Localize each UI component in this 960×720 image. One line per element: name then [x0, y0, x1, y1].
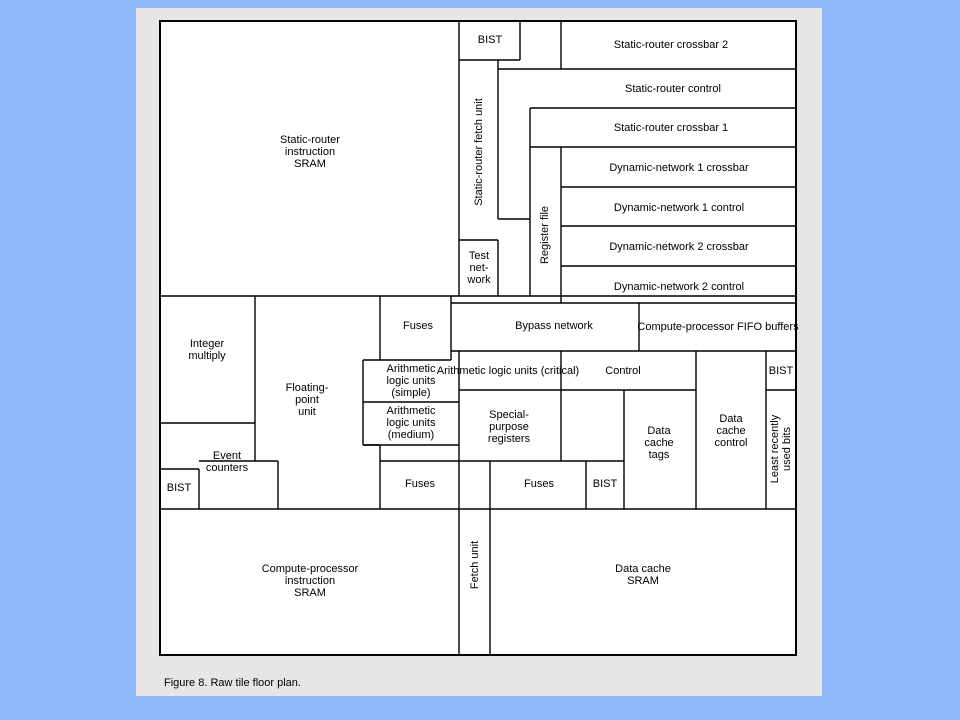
data-cache-sram: Data cache SRAM	[615, 563, 671, 587]
data-cache-tags: Data cache tags	[644, 425, 674, 461]
fuses-top: Fuses	[403, 320, 433, 332]
static-router-crossbar-2: Static-router crossbar 2	[613, 39, 729, 51]
floating-point-unit: Floating- point unit	[285, 382, 329, 418]
compute-processor-fifo-buffers: Compute-processor FIFO buffers	[637, 321, 799, 333]
static-router-fetch-unit: Static-router fetch unit	[473, 98, 485, 206]
static-router-crossbar-1: Static-router crossbar 1	[613, 122, 729, 134]
special-purpose-registers: Special- purpose registers	[487, 409, 531, 445]
alu-critical: Arithmetic logic units (critical)	[436, 365, 580, 377]
bypass-network: Bypass network	[515, 320, 593, 332]
static-router-control: Static-router control	[625, 83, 721, 95]
least-recently-used-bits: Least recently used bits	[769, 414, 793, 484]
compute-processor-instruction-sram: Compute-processor instruction SRAM	[261, 563, 359, 599]
bist-left: BIST	[166, 482, 192, 494]
bist-top: BIST	[477, 34, 503, 46]
integer-multiply: Integer multiply	[188, 338, 226, 362]
register-file: Register file	[539, 205, 551, 265]
bist-right: BIST	[768, 365, 794, 377]
fuses-right: Fuses	[524, 478, 554, 490]
data-cache-control: Data cache control	[714, 413, 748, 449]
dynamic-network-1-control: Dynamic-network 1 control	[613, 202, 745, 214]
alu-medium: Arithmetic logic units (medium)	[386, 405, 436, 441]
dynamic-network-1-crossbar: Dynamic-network 1 crossbar	[609, 162, 749, 174]
test-network: Test net- work	[467, 250, 491, 286]
bist-middle: BIST	[592, 478, 618, 490]
control-block: Control	[605, 365, 641, 377]
dynamic-network-2-control: Dynamic-network 2 control	[613, 281, 745, 293]
fuses-middle: Fuses	[405, 478, 435, 490]
figure-caption: Figure 8. Raw tile floor plan.	[164, 677, 301, 689]
floor-plan	[159, 20, 797, 656]
dynamic-network-2-crossbar: Dynamic-network 2 crossbar	[609, 241, 749, 253]
fetch-unit: Fetch unit	[469, 540, 481, 590]
alu-simple: Arithmetic logic units (simple)	[386, 363, 436, 399]
event-counters: Event counters	[205, 450, 249, 474]
static-router-instruction-sram: Static-router instruction SRAM	[280, 134, 340, 170]
